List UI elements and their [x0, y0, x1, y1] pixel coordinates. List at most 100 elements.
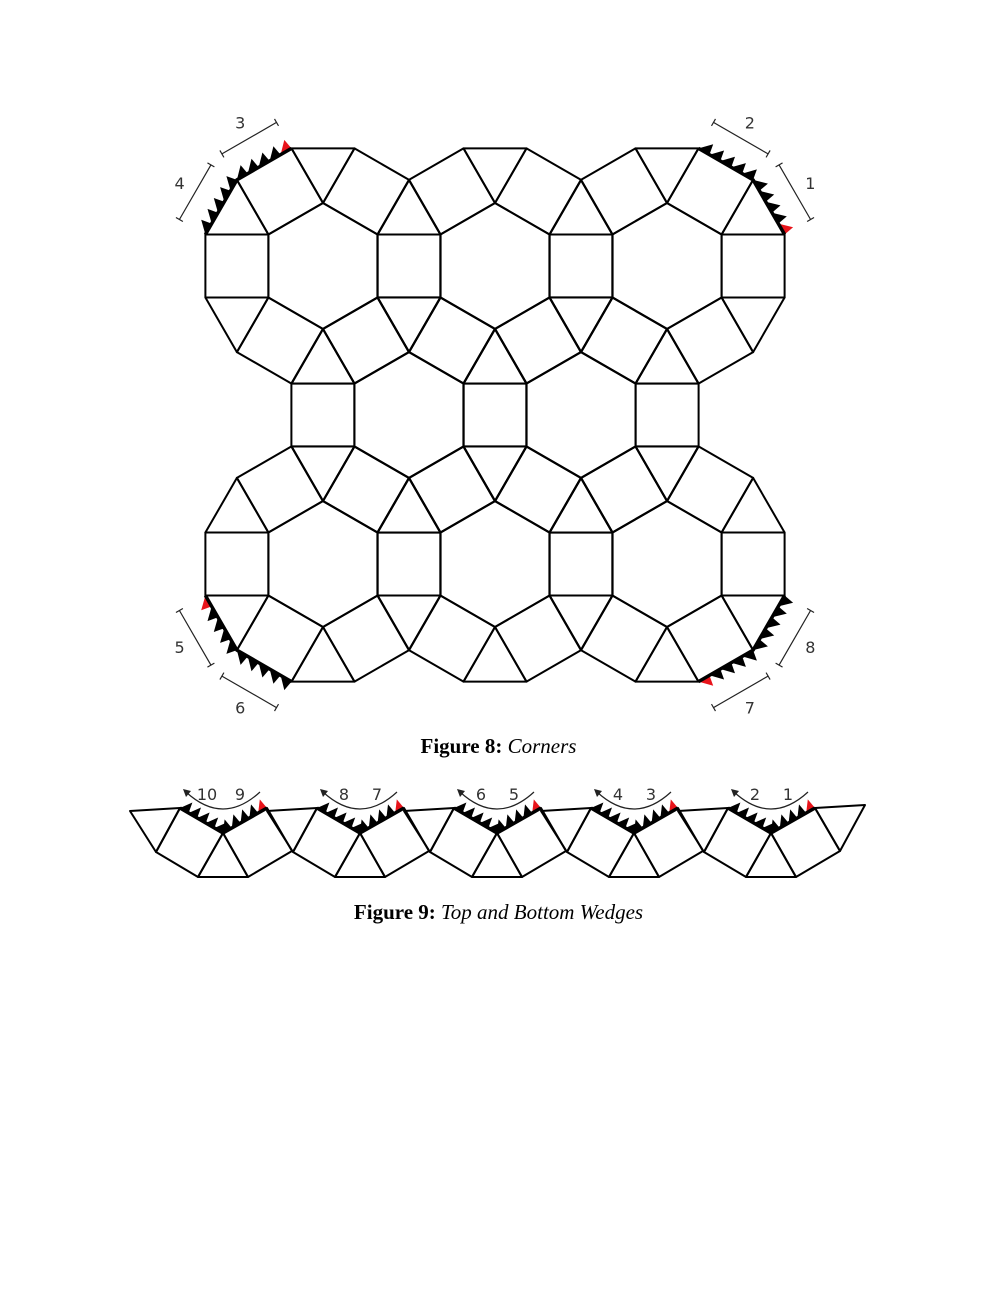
tooth-triangle — [454, 802, 467, 813]
tooth-triangle — [753, 817, 767, 828]
square-tile — [579, 147, 668, 236]
tooth-triangle — [258, 662, 270, 678]
tooth-triangle — [765, 617, 781, 629]
wedge-triangle — [403, 807, 455, 853]
triangle-tile — [204, 476, 270, 534]
corner-label: 5 — [175, 638, 185, 657]
dimension-tick — [207, 162, 215, 168]
square-tile — [666, 147, 755, 236]
square-tile — [462, 382, 528, 448]
corner-label: 7 — [745, 698, 755, 717]
tooth-triangle — [223, 819, 232, 833]
wedge-triangle — [608, 832, 660, 878]
hexagon-tile — [439, 202, 551, 330]
triangle-tile — [290, 445, 356, 503]
arrowhead-icon — [183, 789, 191, 797]
direction-arc — [322, 791, 398, 810]
wedge-square — [429, 807, 498, 878]
square-tile — [634, 382, 700, 448]
square-tile — [321, 445, 410, 534]
triangle-tile — [376, 296, 442, 354]
figure-8-caption: Figure 8: Corners — [0, 734, 997, 759]
square-tile — [580, 445, 669, 534]
figure-9-caption: Figure 9: Top and Bottom Wedges — [0, 900, 997, 925]
tooth-triangle — [342, 817, 356, 828]
tooth-triangle — [269, 146, 281, 161]
tooth-triangle — [591, 802, 604, 813]
square-tile — [666, 296, 755, 385]
corner-label: 8 — [805, 638, 815, 657]
tooth-triangle — [759, 190, 775, 202]
square-tile — [493, 296, 582, 385]
dimension-tick — [207, 662, 215, 668]
tooth-triangle — [377, 809, 387, 823]
wedge-label: 1 — [783, 785, 793, 804]
tooth-triangle — [642, 814, 652, 828]
arrowhead-icon — [731, 789, 739, 797]
start-marker-triangle — [201, 595, 212, 611]
tooth-triangle — [213, 617, 225, 632]
triangle-tile — [634, 327, 700, 385]
triangle-tile — [720, 476, 786, 534]
triangle-tile — [376, 477, 442, 534]
wedge-label: 6 — [476, 785, 486, 804]
triangle-tile — [376, 476, 442, 534]
triangle-tile — [376, 594, 442, 652]
tooth-triangle — [269, 669, 281, 684]
triangle-tile — [290, 328, 356, 385]
wedge-label: 10 — [197, 785, 217, 804]
tooth-triangle — [797, 804, 807, 818]
tooth-triangle — [745, 812, 758, 823]
triangle-tile — [376, 296, 442, 353]
tooth-triangle — [742, 650, 757, 661]
tooth-triangle — [736, 807, 749, 818]
figure-8-caption-title: Corners — [507, 734, 577, 758]
square-tile — [548, 531, 614, 597]
square-tile — [235, 296, 324, 385]
triangle-tile — [548, 476, 614, 534]
tooth-triangle — [386, 804, 396, 818]
dimension-line — [778, 610, 812, 666]
direction-arc — [459, 791, 535, 810]
triangle-tile — [548, 296, 614, 353]
start-marker-triangle — [698, 675, 714, 686]
dimension-line — [713, 675, 769, 709]
triangle-tile — [290, 147, 356, 204]
square-tile — [322, 296, 411, 385]
wedge-label: 9 — [235, 785, 245, 804]
dimension-line — [178, 164, 212, 220]
hexagon-tile — [439, 500, 551, 628]
tooth-triangle — [247, 158, 259, 174]
square-tile — [407, 445, 496, 534]
figure-8-caption-label: Figure 8: — [420, 734, 503, 758]
tooth-triangle — [205, 817, 219, 828]
square-tile — [408, 296, 497, 385]
start-marker-triangle — [532, 799, 541, 813]
tooth-triangle — [759, 628, 775, 640]
square-tile — [408, 445, 497, 534]
tooth-triangle — [514, 809, 524, 823]
triangle-tile — [290, 626, 356, 683]
marked-edge — [179, 806, 268, 836]
wedge-triangle — [745, 832, 797, 878]
tooth-triangle — [779, 814, 789, 828]
tooth-triangle — [772, 606, 787, 618]
triangle-tile — [462, 626, 528, 683]
tooth-triangle — [207, 606, 218, 622]
dimension-tick — [775, 662, 783, 668]
triangle-tile — [720, 296, 786, 354]
tooth-triangle — [765, 201, 781, 213]
triangle-tile — [462, 445, 528, 503]
corner-label: 6 — [235, 698, 245, 717]
dimension-tick — [175, 216, 184, 223]
tooth-triangle — [742, 169, 757, 180]
wedge-square — [155, 807, 224, 878]
triangle-tile — [204, 178, 270, 236]
triangle-tile — [376, 296, 442, 354]
square-tile — [204, 531, 270, 597]
triangle-tile — [548, 594, 614, 652]
direction-arc — [733, 791, 809, 810]
